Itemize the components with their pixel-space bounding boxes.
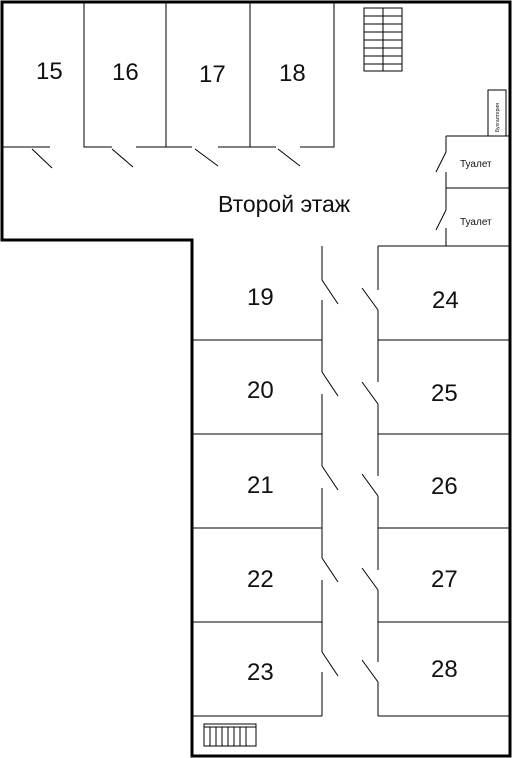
room-24-label: 24 (432, 287, 459, 314)
right-rooms-walls (378, 339, 510, 717)
bottom-staircase (203, 723, 257, 747)
room-27-label: 27 (431, 566, 458, 593)
room-21-label: 21 (247, 472, 274, 499)
left-rooms-walls (192, 339, 322, 717)
room-19-label: 19 (247, 284, 274, 311)
room-25-label: 25 (431, 380, 458, 407)
top-rooms-walls (2, 2, 335, 148)
corridor-doors (321, 279, 379, 683)
toilet-label-1: Туалет (460, 159, 492, 170)
small-room-label: Бухгалтерия (495, 103, 501, 132)
toilet-label-2: Туалет (460, 217, 492, 228)
top-staircase (363, 7, 403, 72)
room-28-label: 28 (431, 656, 458, 683)
room-22-label: 22 (247, 566, 274, 593)
room-20-label: 20 (247, 377, 274, 404)
room-23-label: 23 (247, 659, 274, 686)
toilet-walls (435, 135, 510, 246)
room-26-label: 26 (431, 473, 458, 500)
room-15-label: 15 (36, 58, 63, 85)
top-doors (31, 148, 301, 169)
floor-title: Второй этаж (218, 191, 351, 217)
room-17-label: 17 (199, 61, 226, 88)
room-16-label: 16 (112, 59, 139, 86)
small-room: Бухгалтерия (487, 89, 507, 137)
corridor-walls (321, 245, 510, 716)
room-18-label: 18 (279, 60, 306, 87)
